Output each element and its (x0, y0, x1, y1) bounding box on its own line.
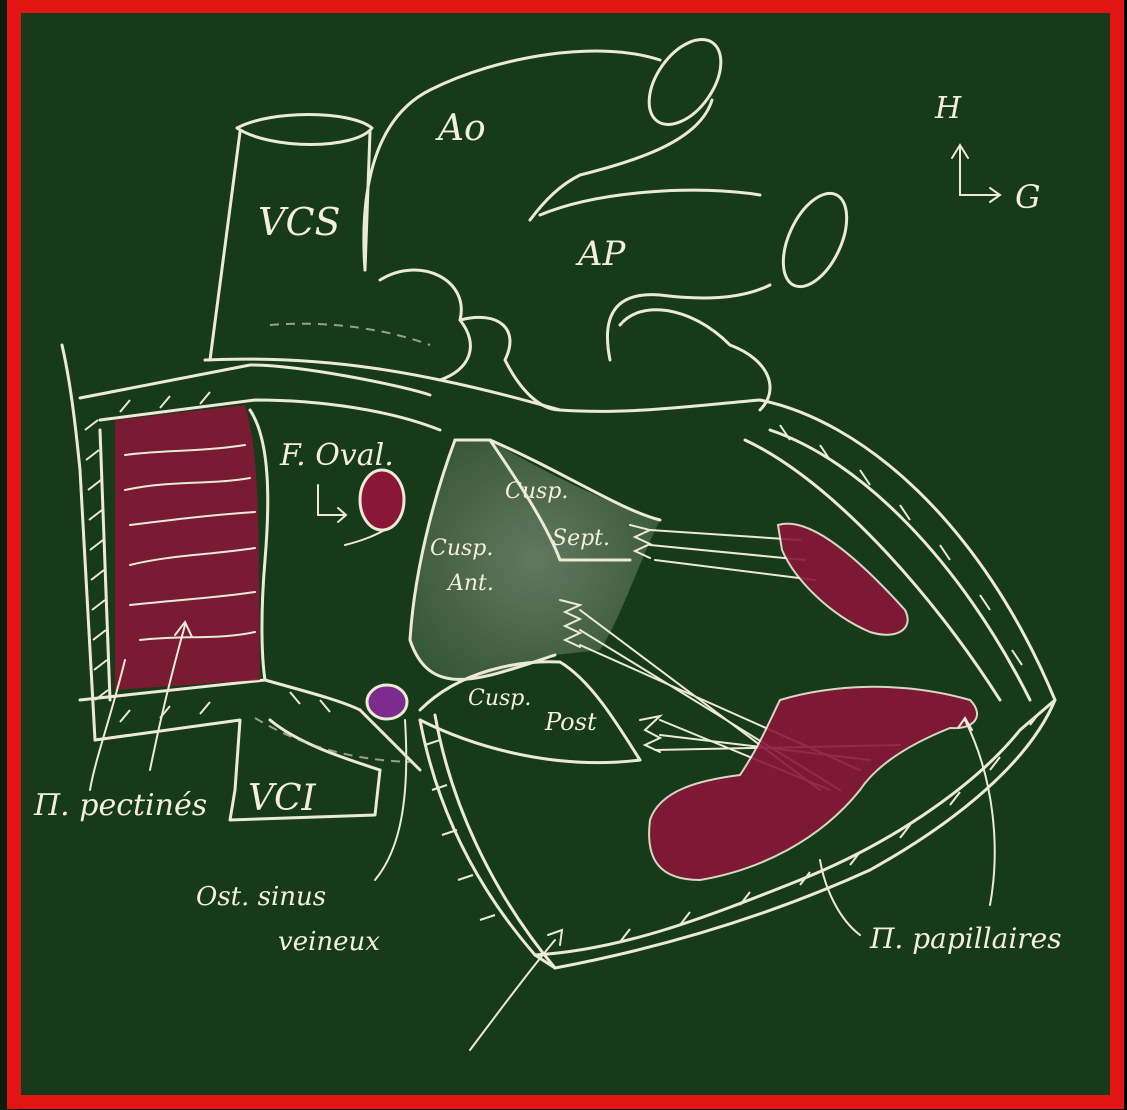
label-ost-sinus-2: veineux (278, 927, 380, 957)
label-ost-sinus-1: Ost. sinus (196, 882, 326, 912)
label-m-papillaires: П. papillaires (869, 922, 1062, 955)
label-cusp-ant-1: Cusp. (430, 536, 493, 561)
label-vci: VCI (248, 778, 317, 819)
label-ao: Ao (435, 108, 486, 149)
label-cusp-sept-1: Cusp. (505, 479, 568, 504)
label-vcs: VCS (258, 200, 341, 244)
label-cusp-post-1: Cusp. (468, 686, 531, 711)
pectinate-muscles (115, 405, 260, 690)
label-ap: AP (575, 234, 627, 274)
label-cusp-sept-2: Sept. (552, 526, 610, 551)
label-cusp-ant-2: Ant. (446, 571, 494, 596)
label-m-pectines: П. pectinés (33, 788, 207, 823)
label-orient-h: H (934, 91, 962, 126)
label-orient-g: G (1015, 178, 1041, 216)
coronary-sinus-ostium (367, 685, 407, 719)
label-cusp-post-2: Post (544, 708, 597, 736)
label-f-oval: F. Oval. (279, 438, 394, 473)
